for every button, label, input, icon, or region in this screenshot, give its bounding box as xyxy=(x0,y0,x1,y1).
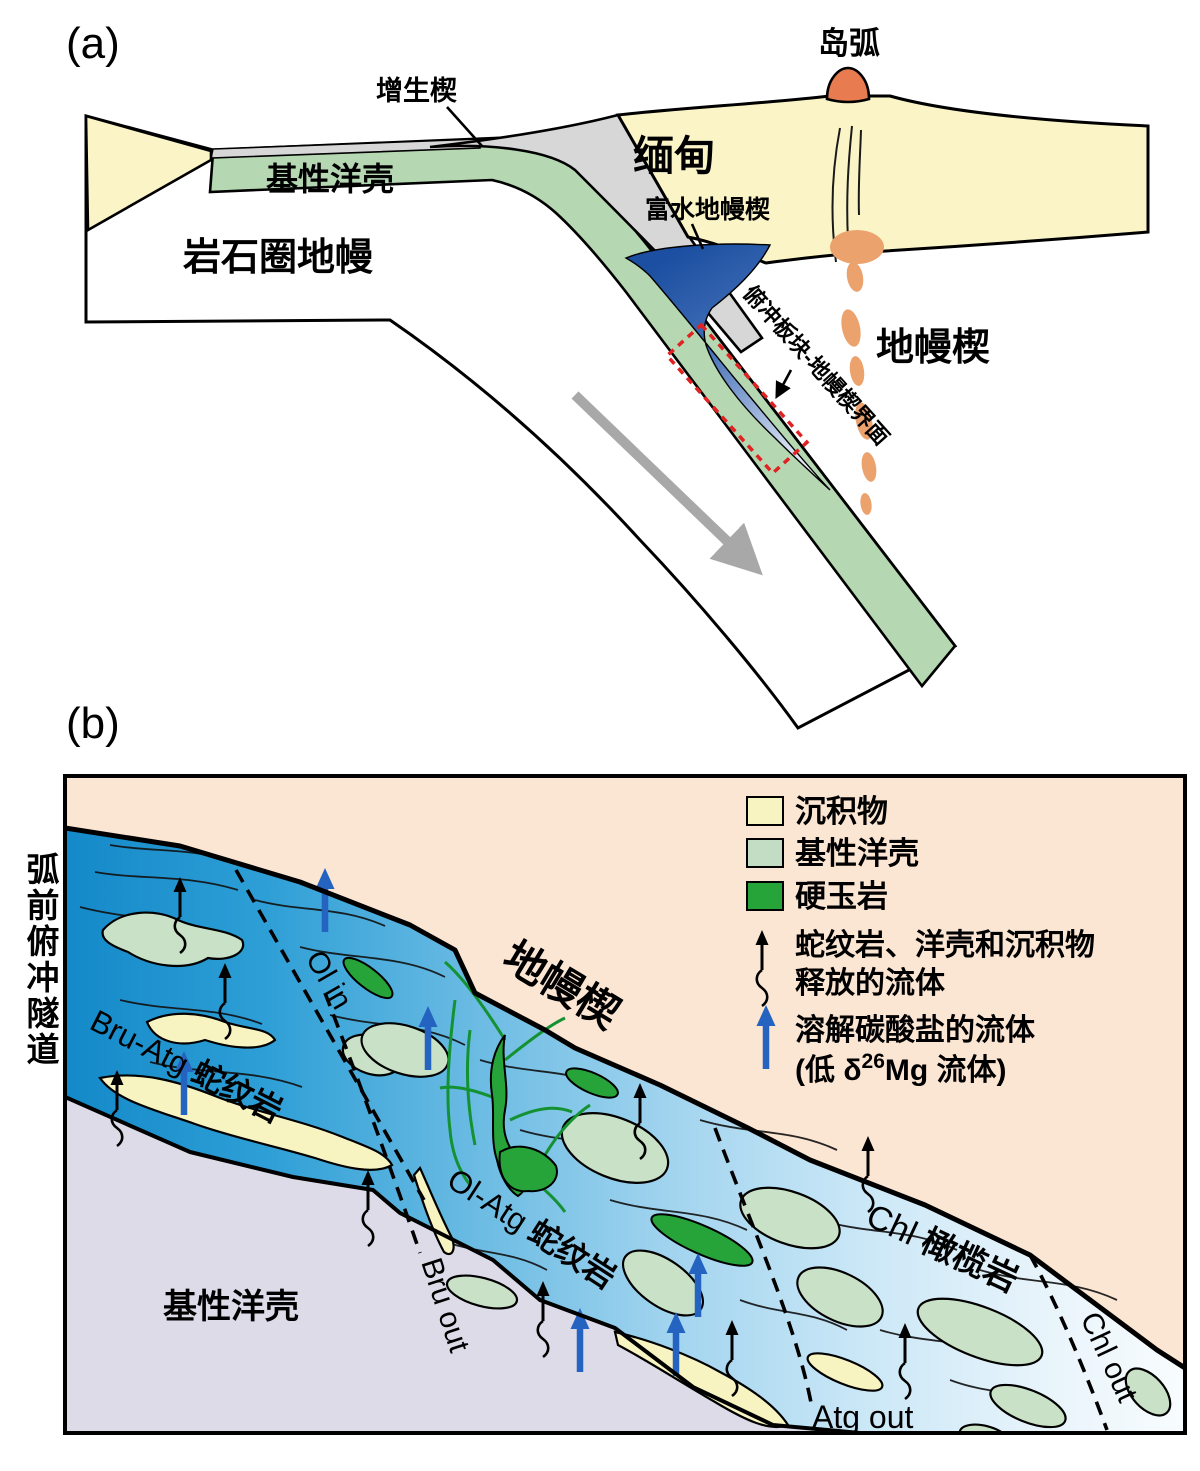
forearc-channel-side-title: 弧前俯冲隧道 xyxy=(22,852,59,1068)
interface-highlight-box xyxy=(664,322,810,476)
incoming-sediment-wedge xyxy=(84,114,213,233)
jadeitite-bodies xyxy=(342,956,754,1267)
legend-label-jadeitite: 硬玉岩 xyxy=(795,879,888,914)
legend-label-carbonate-fluids-1: 溶解碳酸盐的流体 xyxy=(795,1013,1036,1047)
legend-swatch-oceanic-crust xyxy=(746,838,784,868)
legend-label-oceanic-crust: 基性洋壳 xyxy=(795,836,919,871)
label-lithospheric-mantle: 岩石圈地幔 xyxy=(183,237,373,279)
bru-out-line xyxy=(323,992,422,1254)
legend-swatch-sediment xyxy=(746,796,784,826)
label-atg-out: Atg out xyxy=(812,1399,914,1435)
legend: 沉积物 基性洋壳 硬玉岩 蛇纹岩、洋壳和沉积物 释放的流体 溶解碳酸盐的流体 (… xyxy=(746,794,1095,1087)
sediment-blobs xyxy=(98,1012,884,1429)
accretionary-wedge-pointer xyxy=(446,106,483,147)
label-myanmar: 缅甸 xyxy=(633,133,715,179)
legend-label-released-fluids-1: 蛇纹岩、洋壳和沉积物 xyxy=(795,928,1095,962)
channel-bottom-boundary xyxy=(65,1095,861,1433)
myanmar-crust xyxy=(615,94,1150,265)
hydrous-mantle-wedge-shape xyxy=(624,243,831,491)
label-hydrous-mantle-wedge: 富水地幔楔 xyxy=(645,195,770,224)
chl-out-line xyxy=(1028,1254,1109,1431)
panel-a-diagram: (a) xyxy=(66,19,1150,730)
label-accretionary-wedge: 增生楔 xyxy=(376,75,457,106)
reaction-dashed-lines xyxy=(234,869,1109,1431)
panel-b-diagram: (b) xyxy=(63,699,1187,1435)
legend-label-sediment: 沉积物 xyxy=(795,794,888,829)
label-oceanic-crust-a: 基性洋壳 xyxy=(266,161,394,197)
label-island-arc: 岛弧 xyxy=(818,26,880,61)
legend-label-released-fluids-2: 释放的流体 xyxy=(795,967,946,1000)
interface-pointer-arrow xyxy=(775,369,793,399)
label-oceanic-crust-b: 基性洋壳 xyxy=(163,1288,299,1326)
channel-top-boundary xyxy=(65,825,1185,1371)
legend-swatch-jadeitite xyxy=(746,881,784,911)
jadeitite-veins xyxy=(439,960,591,1213)
atg-out-line xyxy=(713,1127,814,1409)
panel-b-tag: (b) xyxy=(66,699,120,748)
lower-oceanic-crust xyxy=(65,1097,860,1433)
panel-a-tag: (a) xyxy=(66,19,120,68)
melt-blobs xyxy=(830,230,884,515)
label-mantle-wedge-a: 地幔楔 xyxy=(876,327,990,369)
accretionary-wedge-shape xyxy=(429,113,764,354)
legend-label-carbonate-fluids-2: (低 δ26Mg 流体) xyxy=(795,1050,1007,1087)
ol-in-line xyxy=(234,869,426,1201)
slab-motion-arrow xyxy=(571,391,763,576)
hydrous-wedge-pointer xyxy=(690,223,705,250)
panel-b-border xyxy=(63,774,1187,1435)
volcano xyxy=(825,66,871,104)
